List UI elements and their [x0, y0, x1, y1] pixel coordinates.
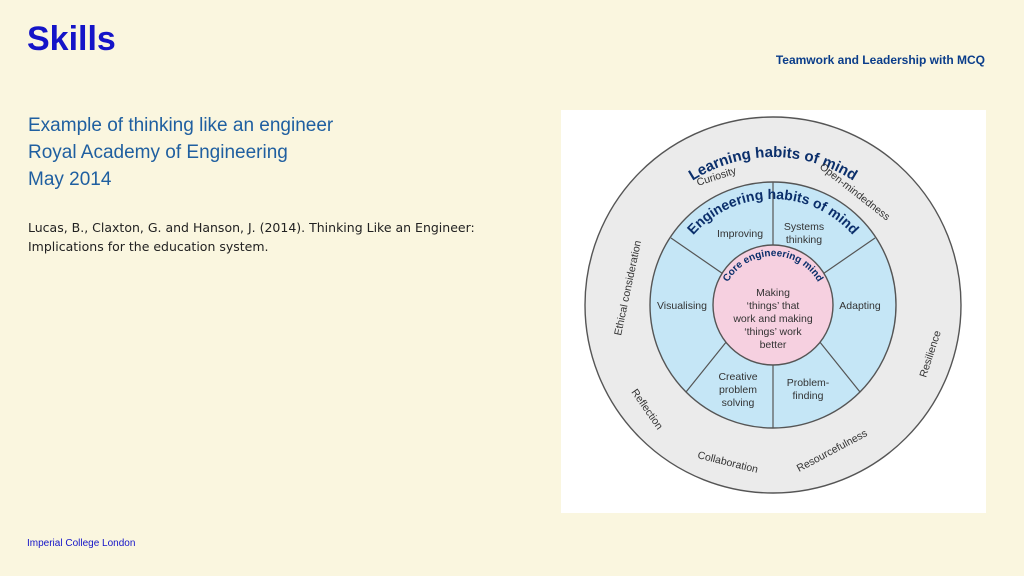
middle-item-adapting: Adapting [839, 300, 881, 312]
middle-item-visualising: Visualising [657, 300, 707, 312]
habits-diagram-svg: Learning habits of mind Curiosity Open-m… [584, 116, 962, 494]
citation-text: Lucas, B., Claxton, G. and Hanson, J. (2… [28, 220, 475, 254]
slide-title: Skills [27, 20, 116, 58]
course-name: Teamwork and Leadership with MCQ [775, 53, 985, 67]
heading-line: May 2014 [28, 169, 112, 190]
middle-item-creative-line2: problem [719, 384, 757, 396]
core-text-line1: Making [756, 287, 790, 299]
heading-line: Royal Academy of Engineering [28, 142, 288, 163]
middle-item-systems-thinking-line1: Systems [784, 221, 824, 233]
middle-item-systems-thinking-line2: thinking [786, 234, 822, 246]
footer-institution: Imperial College London [27, 538, 136, 549]
middle-item-problem-finding-line2: finding [793, 390, 824, 402]
middle-ring-dividers [670, 182, 876, 428]
core-text-line4: ‘things’ work [744, 326, 802, 338]
habits-of-mind-diagram: Learning habits of mind Curiosity Open-m… [561, 110, 986, 513]
middle-item-creative-line1: Creative [718, 371, 757, 383]
middle-item-improving: Improving [717, 228, 763, 240]
core-text-line2: ‘things’ that [747, 300, 800, 312]
middle-item-creative-line3: solving [722, 397, 755, 409]
core-text-line3: work and making [732, 313, 813, 325]
core-circle [712, 244, 834, 366]
core-text-line5: better [760, 339, 787, 351]
slide-heading: Example of thinking like an engineer Roy… [28, 112, 333, 193]
middle-item-problem-finding-line1: Problem- [787, 377, 830, 389]
heading-line: Example of thinking like an engineer [28, 115, 334, 136]
